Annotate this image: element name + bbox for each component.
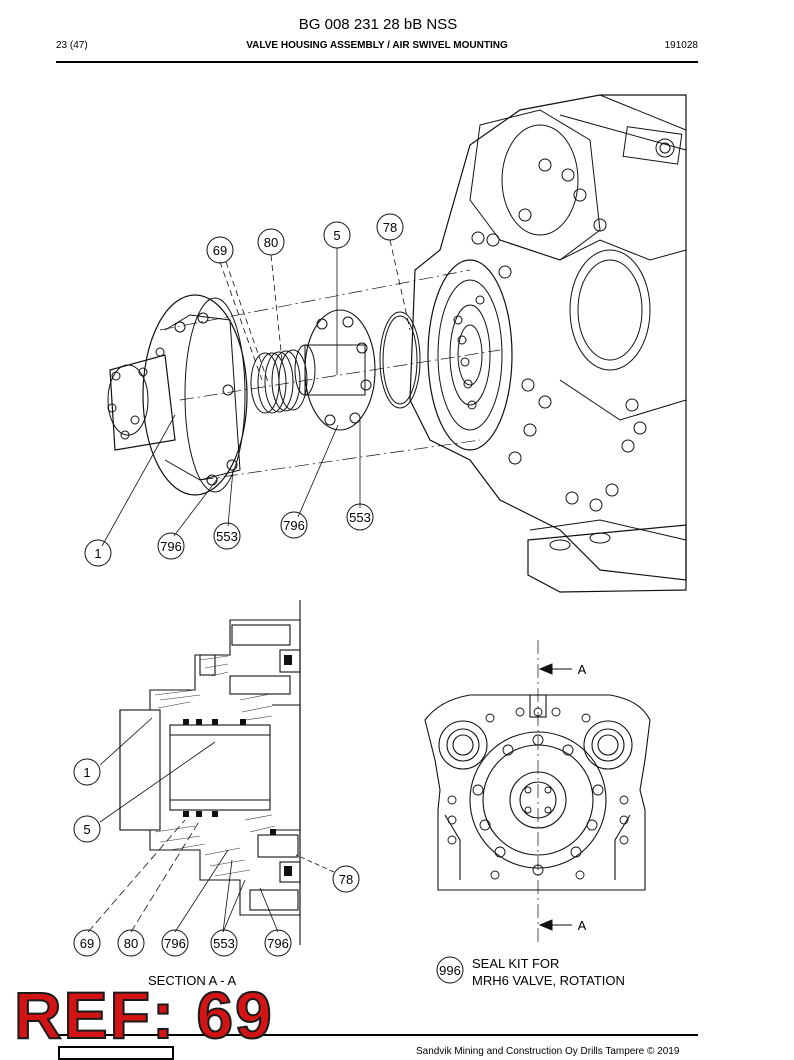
section-callout-78: 78 <box>339 872 353 887</box>
ref-stamp: REF: 69 <box>13 978 274 1052</box>
view-marker-bottom: A <box>578 918 587 933</box>
section-callout-80: 80 <box>124 936 138 951</box>
section-callout-5: 5 <box>83 822 90 837</box>
section-callout-796-a: 796 <box>164 936 186 951</box>
callout-circles <box>73 213 464 984</box>
section-callout-1: 1 <box>83 765 90 780</box>
callout-796-left: 796 <box>160 539 182 554</box>
callout-553-left: 553 <box>216 529 238 544</box>
callout-5: 5 <box>333 228 340 243</box>
exploded-centerlines <box>159 269 501 481</box>
valve-housing-body <box>409 94 687 593</box>
section-arrow-bottom <box>538 919 572 931</box>
o-ring-78 <box>379 311 421 409</box>
copyright-footer: Sandvik Mining and Construction Oy Drill… <box>416 1046 680 1057</box>
seal-kit-number: 996 <box>439 963 461 978</box>
section-a-a-view <box>119 600 301 945</box>
callout-553-right: 553 <box>349 510 371 525</box>
seal-kit-line-2: MRH6 VALVE, ROTATION <box>472 973 625 988</box>
adapter-part-5 <box>294 309 376 431</box>
callout-1: 1 <box>94 546 101 561</box>
header-rule <box>56 61 698 63</box>
air-swivel-part-1 <box>107 294 248 496</box>
housing-bolts <box>453 158 647 512</box>
valve-front-view <box>424 694 651 891</box>
section-label: SECTION A - A <box>148 973 237 988</box>
seal-kit-line-1: SEAL KIT FOR <box>472 956 560 971</box>
exploded-leaders <box>101 239 411 547</box>
callout-80: 80 <box>264 235 278 250</box>
section-hatching <box>154 655 276 877</box>
seal-kit-description: SEAL KIT FOR MRH6 VALVE, ROTATION <box>472 955 625 989</box>
header-row: 23 (47) VALVE HOUSING ASSEMBLY / AIR SWI… <box>56 40 698 56</box>
footer-rule <box>56 1034 698 1036</box>
section-seals <box>183 655 292 876</box>
page-subtitle: VALVE HOUSING ASSEMBLY / AIR SWIVEL MOUN… <box>246 40 508 51</box>
document-code: 191028 <box>664 40 698 51</box>
section-callout-69: 69 <box>80 936 94 951</box>
view-marker-top: A <box>578 662 587 677</box>
section-callout-796-b: 796 <box>267 936 289 951</box>
section-leaders <box>87 717 335 933</box>
document-title: BG 008 231 28 bB NSS <box>298 16 458 33</box>
callout-78: 78 <box>383 220 397 235</box>
section-arrow-top <box>538 663 572 675</box>
callout-labels: 69 80 5 78 1 796 553 796 553 1 5 78 69 8… <box>80 220 587 978</box>
callout-796-right: 796 <box>283 518 305 533</box>
callout-69: 69 <box>213 243 227 258</box>
page-number: 23 (47) <box>56 40 88 51</box>
section-callout-553: 553 <box>213 936 235 951</box>
